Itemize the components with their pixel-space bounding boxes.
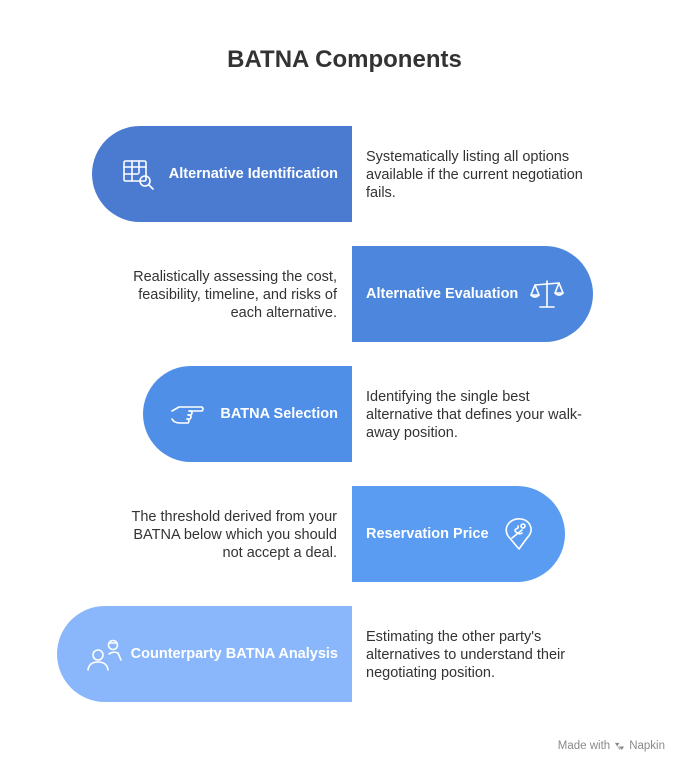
pill-label: Counterparty BATNA Analysis — [130, 646, 338, 662]
price-tag-icon — [499, 514, 539, 554]
pill-label: BATNA Selection — [220, 406, 338, 422]
pill-alternative-identification: Alternative Identification — [92, 126, 352, 222]
description-counterparty-batna-analysis: Estimating the other party's alternative… — [366, 629, 566, 681]
description-batna-selection: Identifying the single best alternative … — [366, 389, 582, 441]
description-alternative-evaluation: Realistically assessing the cost, feasib… — [133, 269, 337, 321]
two-people-icon — [85, 634, 125, 674]
pointing-hand-icon — [167, 394, 207, 434]
pill-label: Alternative Identification — [168, 166, 338, 182]
napkin-brand-label: Napkin — [629, 740, 665, 752]
pill-alternative-evaluation: Alternative Evaluation — [352, 246, 593, 342]
napkin-logo-icon — [614, 741, 625, 752]
pill-label: Reservation Price — [366, 526, 489, 542]
diagram-title: BATNA Components — [227, 46, 462, 73]
description-reservation-price: The threshold derived from your BATNA be… — [131, 509, 337, 561]
made-with-label: Made with — [557, 740, 611, 752]
pill-reservation-price: Reservation Price — [352, 486, 565, 582]
made-with-napkin-credit: Made with Napkin — [558, 740, 665, 752]
table-search-icon — [118, 154, 158, 194]
description-alternative-identification: Systematically listing all options avail… — [366, 149, 583, 201]
balance-scale-icon — [527, 274, 567, 314]
pill-batna-selection: BATNA Selection — [143, 366, 352, 462]
pill-label: Alternative Evaluation — [366, 286, 519, 302]
pill-counterparty-batna-analysis: Counterparty BATNA Analysis — [57, 606, 352, 702]
